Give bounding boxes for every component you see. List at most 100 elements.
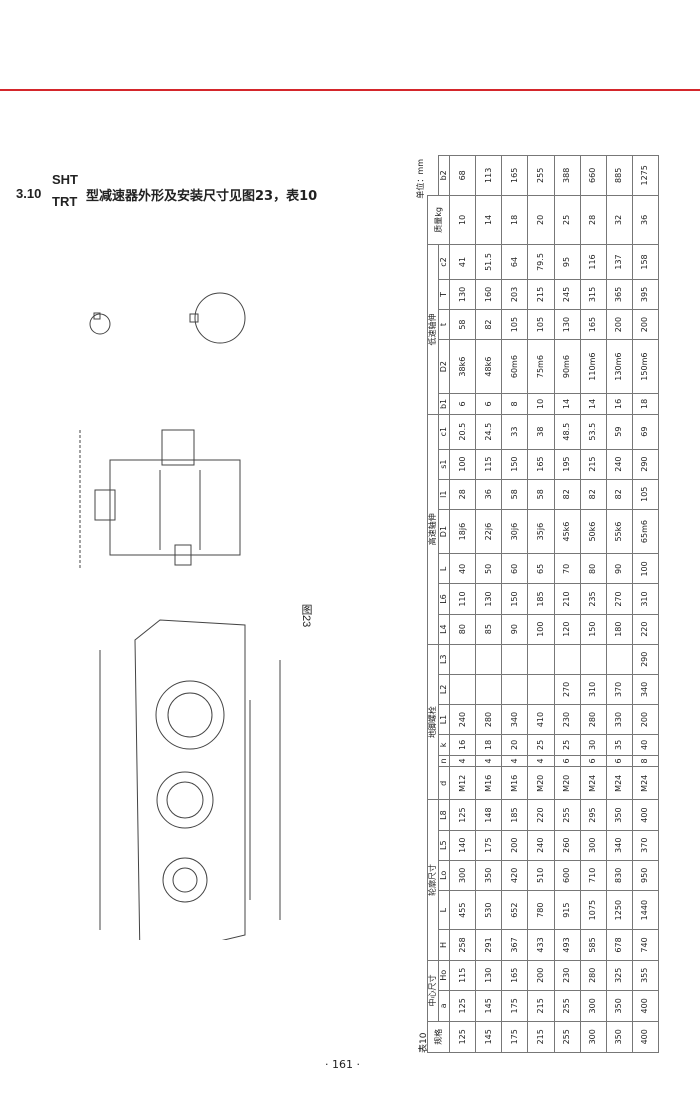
table-cell: 420 <box>501 860 528 891</box>
table-cell: 325 <box>606 960 633 991</box>
table-cell: 90 <box>606 553 633 584</box>
table-cell: 433 <box>527 929 554 961</box>
table-cell: 510 <box>527 860 554 891</box>
unit-label: 单位：mm <box>416 159 425 199</box>
table-cell: M20 <box>554 766 581 800</box>
header-center: 中心尺寸 <box>427 960 439 1022</box>
table-cell: 110m6 <box>580 339 607 394</box>
table-cell: 38 <box>527 414 554 450</box>
table-cell: 235 <box>580 583 607 615</box>
table-cell: 41 <box>449 244 476 280</box>
table-cell: 48.5 <box>554 414 581 450</box>
table-cell: 220 <box>527 800 554 831</box>
table-cell: 82 <box>580 479 607 510</box>
table-cell: 14 <box>475 195 502 245</box>
table-cell: M24 <box>606 766 633 800</box>
table-cell: 40 <box>449 553 476 584</box>
table-cell: 58 <box>449 309 476 340</box>
column-header: D2 <box>438 339 450 394</box>
reducer-drawing <box>79 292 281 940</box>
table-cell: 290 <box>632 449 659 480</box>
table-cell <box>580 644 607 675</box>
table-cell <box>449 674 476 705</box>
column-header: L3 <box>438 644 450 675</box>
column-header: L2 <box>438 674 450 705</box>
table-10-container: 表10 单位：mm 规格 中心尺寸 轮廓尺寸 地脚螺栓 高速轴伸 低速轴伸 质量… <box>416 155 659 1053</box>
table-cell: 82 <box>554 479 581 510</box>
table-cell: 36 <box>632 195 659 245</box>
column-header: c1 <box>438 414 450 450</box>
table-cell: 4 <box>501 755 528 767</box>
table-cell: 290 <box>632 644 659 675</box>
column-header: L5 <box>438 830 450 861</box>
table-cell: 740 <box>632 929 659 961</box>
table-cell: 200 <box>606 309 633 340</box>
table-cell: 35j6 <box>527 509 554 554</box>
table-cell: 220 <box>632 614 659 645</box>
table-cell: 315 <box>580 279 607 310</box>
table-cell: 70 <box>554 553 581 584</box>
model-sht: SHT <box>52 172 78 187</box>
table-cell: 16 <box>449 734 476 756</box>
table-cell: M16 <box>501 766 528 800</box>
table-cell: 80 <box>580 553 607 584</box>
table-cell: 350 <box>606 800 633 831</box>
table-cell: 16 <box>606 393 633 415</box>
table-cell: 53.5 <box>580 414 607 450</box>
table-cell: 137 <box>606 244 633 280</box>
table-cell: 270 <box>606 583 633 615</box>
table-cell: 10 <box>449 195 476 245</box>
table-cell: 1275 <box>632 155 659 196</box>
table-cell <box>501 674 528 705</box>
table-cell: 280 <box>475 704 502 735</box>
table-cell: 140 <box>449 830 476 861</box>
table-cell: 6 <box>580 755 607 767</box>
table-cell: 90 <box>501 614 528 645</box>
table-cell: 130 <box>554 309 581 340</box>
table-cell: 18 <box>632 393 659 415</box>
table-cell: 100 <box>449 449 476 480</box>
section-title: 型减速器外形及安装尺寸见图23，表10 <box>86 189 318 204</box>
table-cell: 400 <box>632 990 659 1022</box>
table-cell: 8 <box>501 393 528 415</box>
table-cell: 145 <box>475 990 502 1022</box>
table-cell: 150m6 <box>632 339 659 394</box>
table-cell: 370 <box>606 674 633 705</box>
column-header: L1 <box>438 704 450 735</box>
table-cell: 215 <box>527 990 554 1022</box>
table-cell: 493 <box>554 929 581 961</box>
table-cell: 270 <box>554 674 581 705</box>
table-cell: 20 <box>501 734 528 756</box>
table-cell: 245 <box>554 279 581 310</box>
column-header: H <box>438 929 450 961</box>
table-cell: 51.5 <box>475 244 502 280</box>
table-cell: 300 <box>580 830 607 861</box>
table-cell: 300 <box>580 990 607 1022</box>
table-cell: 950 <box>632 860 659 891</box>
table-cell: 30j6 <box>501 509 528 554</box>
table-cell: 64 <box>501 244 528 280</box>
table-cell <box>527 644 554 675</box>
table-cell: 175 <box>501 990 528 1022</box>
table-cell: 75m6 <box>527 339 554 394</box>
column-header: L <box>438 890 450 930</box>
table-cell: 32 <box>606 195 633 245</box>
table-cell: 4 <box>475 755 502 767</box>
column-header: t <box>438 309 450 340</box>
table-cell: 330 <box>606 704 633 735</box>
table-cell: 310 <box>580 674 607 705</box>
table-cell: M24 <box>580 766 607 800</box>
table-cell: 40 <box>632 734 659 756</box>
column-header: a <box>438 990 450 1022</box>
table-cell: 110 <box>449 583 476 615</box>
table-cell: 148 <box>475 800 502 831</box>
table-cell: 59 <box>606 414 633 450</box>
table-cell: 80 <box>449 614 476 645</box>
table-cell <box>527 674 554 705</box>
